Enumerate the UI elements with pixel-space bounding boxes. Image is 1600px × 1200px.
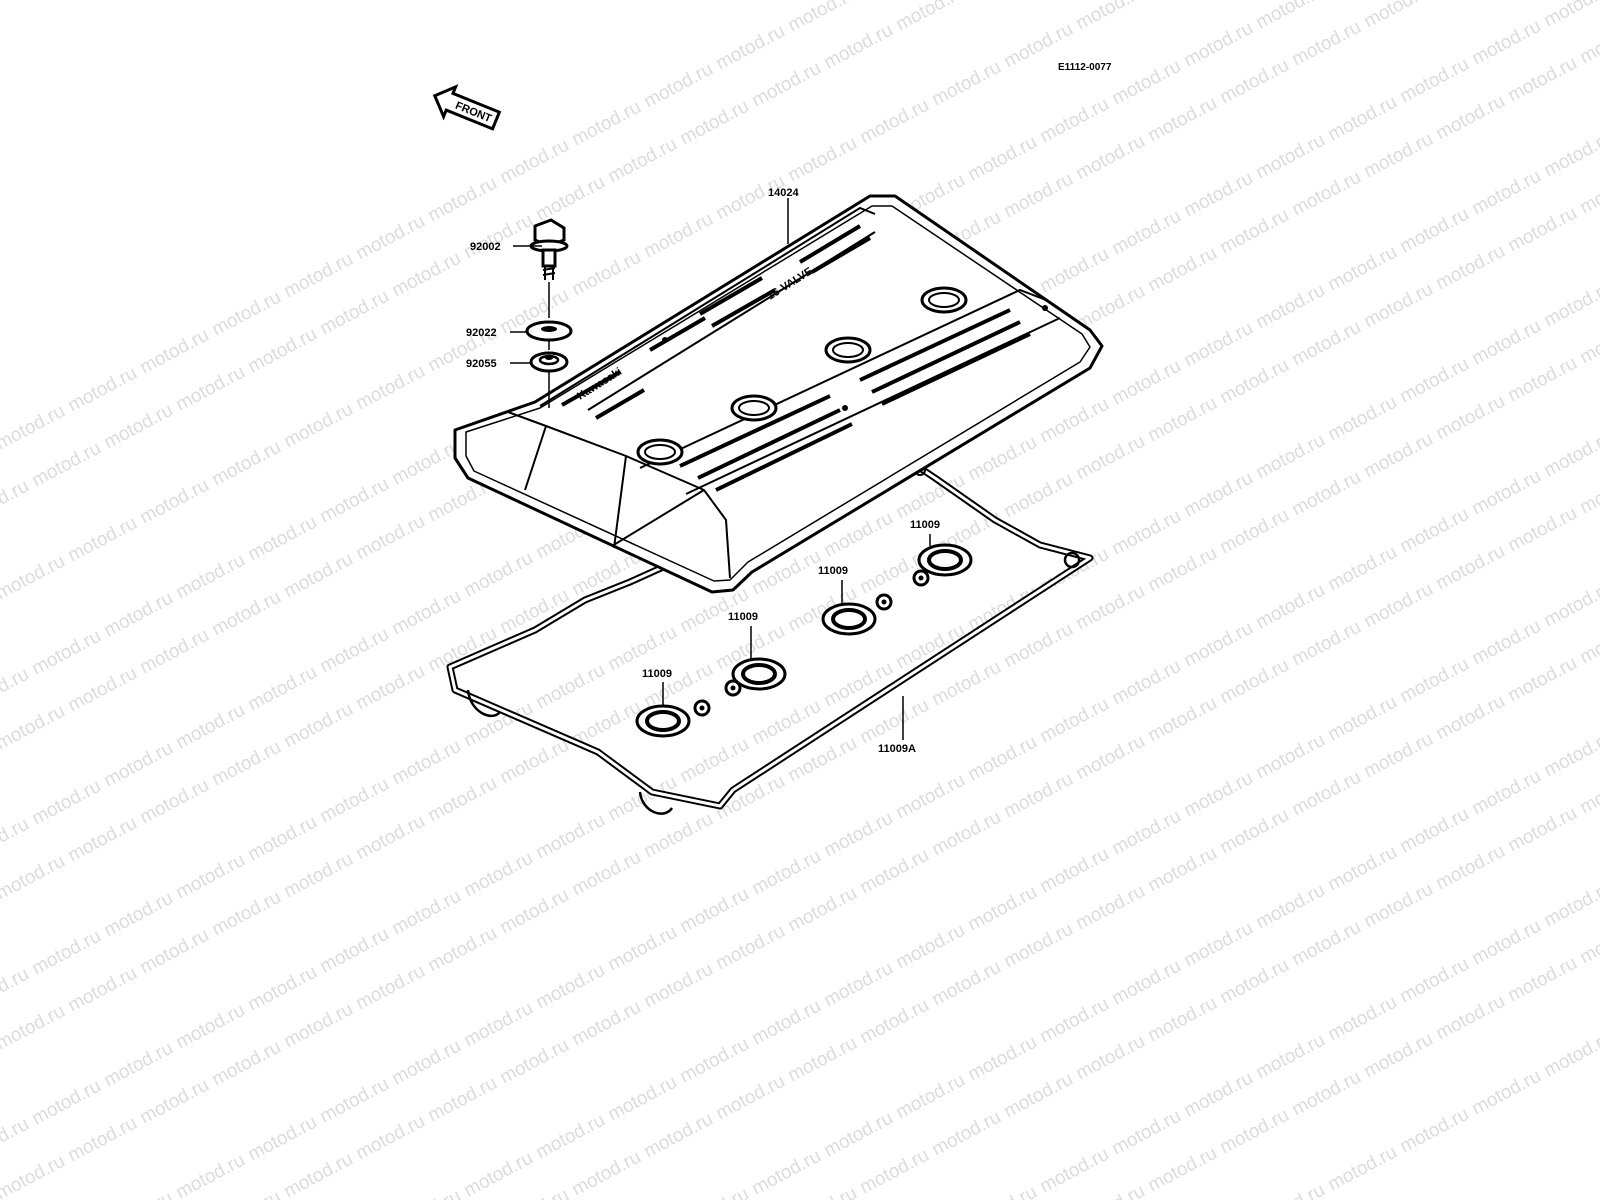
label-cover-gasket: 11009A [878, 743, 916, 755]
label-plug-gasket-2: 11009 [728, 611, 758, 623]
label-plug-gasket-3: 11009 [818, 565, 848, 577]
label-grommet: 92055 [466, 358, 497, 370]
grommet [529, 351, 569, 373]
bolt [529, 218, 569, 280]
plug-gasket-2 [724, 657, 787, 697]
plug-gasket-4 [912, 543, 973, 587]
cylinder-head-cover: Kawasaki 16-VALVE [453, 194, 1104, 594]
front-arrow-icon: FRONT [432, 84, 502, 131]
plug-gasket-1 [635, 699, 711, 738]
washer [525, 320, 573, 342]
cover-gasket [446, 454, 1094, 815]
label-washer: 92022 [466, 327, 497, 339]
plug-gasket-3 [821, 593, 893, 636]
label-plug-gasket-4: 11009 [910, 519, 940, 531]
label-cover: 14024 [768, 187, 799, 199]
label-plug-gasket-1: 11009 [642, 668, 672, 680]
diagram-code: E1112-0077 [1058, 62, 1112, 73]
leader-lines [510, 198, 931, 740]
label-bolt: 92002 [470, 241, 501, 253]
